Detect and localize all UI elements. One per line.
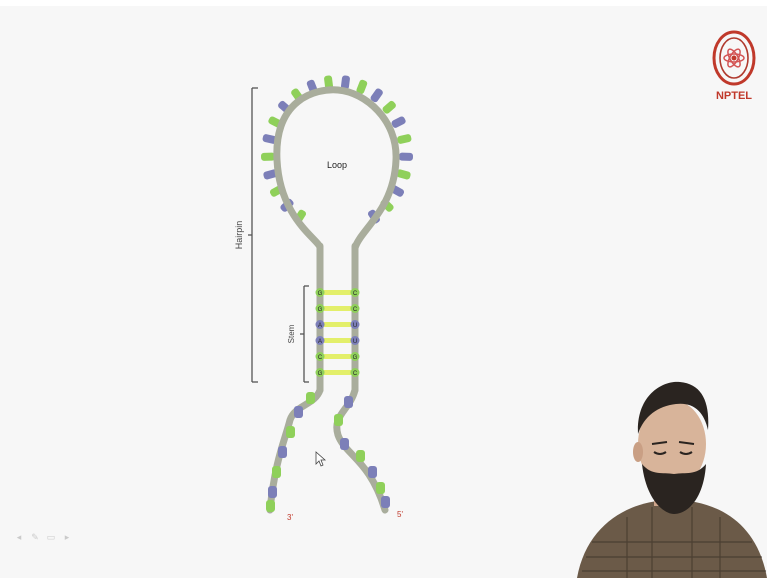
base-pair-bond — [324, 370, 351, 375]
tail-base — [306, 392, 315, 404]
five-prime-end-label: 5' — [397, 510, 403, 519]
forward-icon[interactable]: ▸ — [62, 532, 72, 543]
stem-base-letter: G — [318, 291, 323, 297]
tail-base — [266, 500, 275, 512]
stem-bracket — [300, 286, 309, 382]
stem-base-letter: A — [318, 339, 322, 345]
tail-bases — [266, 392, 390, 512]
stem-base-letter: A — [318, 323, 322, 329]
tail-base — [286, 426, 295, 438]
loop-base — [397, 134, 412, 145]
mouse-cursor-icon — [316, 452, 325, 466]
tail-base — [278, 446, 287, 458]
presenter-video — [572, 372, 767, 578]
base-pair-bond — [324, 338, 351, 343]
stem-base-letter: C — [353, 371, 358, 377]
tail-base — [381, 496, 390, 508]
base-pair-bond — [324, 322, 351, 327]
loop-base — [399, 153, 413, 161]
three-prime-end-label: 3' — [287, 513, 293, 522]
loop-label: Loop — [327, 160, 347, 170]
stem-base-letter: C — [353, 307, 358, 313]
base-pair-bond — [324, 290, 351, 295]
slide-icon[interactable]: ▭ — [46, 532, 56, 543]
back-icon[interactable]: ◂ — [14, 532, 24, 543]
pen-icon[interactable]: ✎ — [30, 532, 40, 543]
stem-label: Stem — [287, 324, 296, 343]
nptel-emblem-icon — [706, 28, 762, 90]
tail-base — [344, 396, 353, 408]
stem-base-letter: G — [353, 355, 358, 361]
tail-base — [368, 466, 377, 478]
rna-hairpin-diagram: Hairpin Stem G C G C A U A U C G G C Loop 3' 5' — [220, 60, 420, 530]
base-pair-bond — [324, 306, 351, 311]
loop-base — [261, 153, 275, 161]
stem-base-letter: G — [318, 371, 323, 377]
hairpin-bracket — [248, 88, 258, 382]
stem-base-letter: U — [353, 323, 357, 329]
base-pair-bond — [324, 354, 351, 359]
logo-text: NPTEL — [706, 90, 762, 102]
nptel-logo: NPTEL — [706, 28, 762, 110]
stem-base-letter: C — [318, 355, 323, 361]
tail-base — [272, 466, 281, 478]
tail-base — [294, 406, 303, 418]
top-strip — [0, 0, 767, 6]
tail-base — [356, 450, 365, 462]
stem-base-letter: C — [353, 291, 358, 297]
backbone — [270, 90, 396, 510]
tail-base — [340, 438, 349, 450]
tail-base — [268, 486, 277, 498]
presentation-toolbar[interactable]: ◂ ✎ ▭ ▸ — [14, 532, 72, 543]
stem-base-letter: U — [353, 339, 357, 345]
tail-base — [376, 482, 385, 494]
stem-base-letter: G — [318, 307, 323, 313]
tail-base — [334, 414, 343, 426]
hairpin-label: Hairpin — [234, 221, 244, 250]
